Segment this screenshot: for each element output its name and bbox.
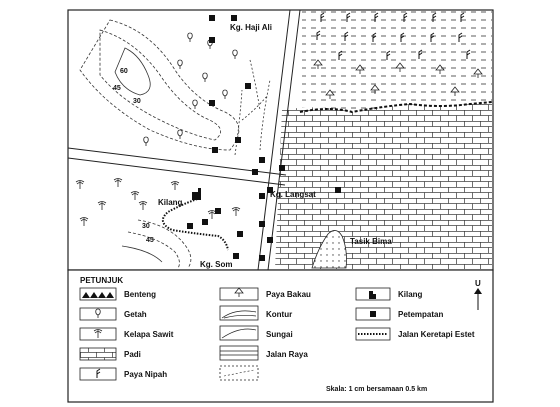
contour-lines-south <box>121 219 192 269</box>
scale-label: Skala: 1 cm bersamaan 0.5 km <box>326 386 427 393</box>
estate-dashed-legend-icon <box>219 365 259 381</box>
legend-label-kilang: Kilang <box>398 290 423 299</box>
rubber-tree-legend-icon <box>79 307 117 321</box>
mangrove-legend-icon <box>219 287 259 301</box>
contour-label-45: 45 <box>113 85 121 92</box>
legend-label-petempatan: Petempatan <box>398 310 443 319</box>
river-legend-icon <box>219 325 259 341</box>
legend-label-benteng: Benteng <box>124 290 156 299</box>
contour-legend-icon <box>219 305 259 321</box>
north-label: U <box>475 279 481 288</box>
label-kg-som: Kg. Som <box>200 260 232 269</box>
legend-label-jalan-keretapi-estet: Jalan Keretapi Estet <box>398 330 475 339</box>
contour-label-30: 30 <box>133 98 141 105</box>
label-kg-haji-ali: Kg. Haji Ali <box>230 23 272 32</box>
paddy-area <box>275 102 492 269</box>
factory-icon <box>192 188 201 200</box>
railway-legend-icon <box>355 327 391 341</box>
label-kilang: Kilang <box>158 198 183 207</box>
north-arrow-icon <box>474 288 482 310</box>
fort-line <box>299 101 493 114</box>
tasik-bima-lake <box>311 230 347 269</box>
contour-label-30-south: 30 <box>142 223 150 230</box>
nipah-legend-icon <box>79 367 117 381</box>
legend-label-jalan-raya: Jalan Raya <box>266 350 308 359</box>
label-kg-langsat: Kg. Langsat <box>270 190 316 199</box>
rivers <box>234 59 271 156</box>
factory-legend-icon <box>355 287 391 301</box>
paddy-legend-icon <box>79 347 117 361</box>
oil-palm-legend-icon <box>79 327 117 341</box>
legend-label-kontur: Kontur <box>266 310 292 319</box>
contour-label-60: 60 <box>120 68 128 75</box>
fort-legend-icon <box>79 287 117 301</box>
legend-label-getah: Getah <box>124 310 147 319</box>
legend-label-sungai: Sungai <box>266 330 293 339</box>
legend-label-paya-nipah: Paya Nipah <box>124 370 167 379</box>
label-tasik-bima: Tasik Bima <box>350 237 392 246</box>
nipah-swamp-area <box>302 11 492 111</box>
settlement-legend-icon <box>355 307 391 321</box>
contour-label-45-south: 45 <box>146 237 154 244</box>
legend-box <box>67 269 494 403</box>
legend-label-paya-bakau: Paya Bakau <box>266 290 311 299</box>
legend-title: PETUNJUK <box>80 276 123 285</box>
contour-lines-north <box>79 19 240 151</box>
legend-label-padi: Padi <box>124 350 141 359</box>
legend-label-kelapa-sawit: Kelapa Sawit <box>124 330 174 339</box>
road-legend-icon <box>219 345 259 361</box>
